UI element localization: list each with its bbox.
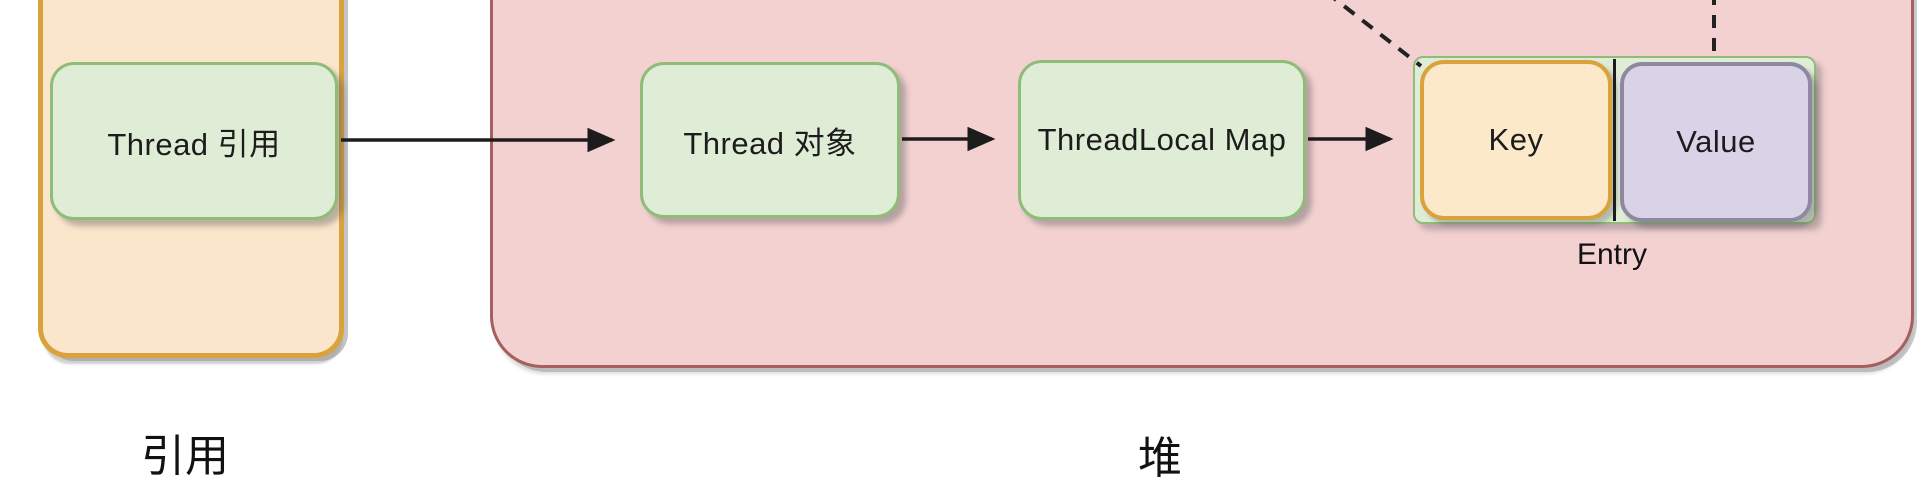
entry-label: Entry	[1576, 238, 1648, 271]
threadlocal-map-label: ThreadLocal Map	[1037, 122, 1287, 157]
threadlocal-map-node: ThreadLocal Map	[1018, 60, 1306, 220]
key-label: Key	[1488, 122, 1544, 157]
thread-ref-label: Thread 引用	[107, 126, 281, 162]
heap-region-label: 堆	[1138, 434, 1182, 483]
thread-ref-node: Thread 引用	[50, 62, 338, 220]
value-node: Value	[1620, 62, 1812, 222]
key-value-divider	[1613, 59, 1616, 221]
key-node: Key	[1420, 60, 1612, 220]
stack-region-label: 引用	[141, 432, 229, 481]
thread-obj-node: Thread 对象	[640, 62, 900, 218]
value-label: Value	[1676, 124, 1756, 159]
thread-obj-label: Thread 对象	[683, 125, 857, 161]
